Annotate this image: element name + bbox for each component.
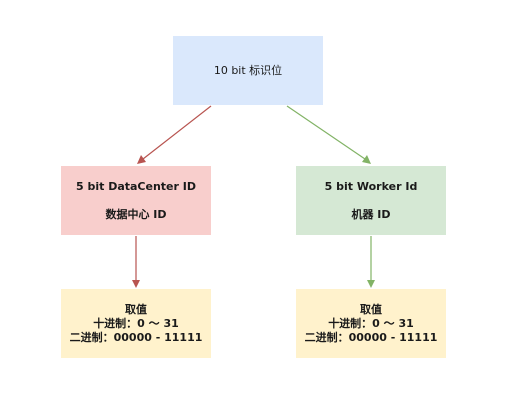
arrow-worker-to-range	[367, 236, 375, 288]
arrow-top-to-worker	[286, 105, 371, 164]
range-decimal: 十进制：0 ～ 31	[93, 316, 179, 330]
node-worker-id: 5 bit Worker Id 机器 ID	[296, 166, 446, 235]
node-worker-subtitle: 机器 ID	[351, 207, 391, 221]
range-title: 取值	[125, 302, 147, 316]
node-worker-range: 取值 十进制：0 ～ 31 二进制：00000 - 11111	[296, 289, 446, 358]
node-datacenter-subtitle: 数据中心 ID	[105, 207, 167, 221]
node-datacenter-title: 5 bit DataCenter ID	[75, 179, 196, 193]
range-title: 取值	[360, 302, 382, 316]
node-10-bit-flag-label: 10 bit 标识位	[213, 63, 283, 77]
node-datacenter-range: 取值 十进制：0 ～ 31 二进制：00000 - 11111	[61, 289, 211, 358]
node-10-bit-flag: 10 bit 标识位	[173, 36, 323, 105]
range-decimal: 十进制：0 ～ 31	[328, 316, 414, 330]
node-datacenter-id: 5 bit DataCenter ID 数据中心 ID	[61, 166, 211, 235]
arrow-datacenter-to-range	[132, 236, 140, 288]
range-binary: 二进制：00000 - 11111	[304, 330, 438, 344]
node-worker-title: 5 bit Worker Id	[324, 179, 418, 193]
range-binary: 二进制：00000 - 11111	[69, 330, 203, 344]
arrow-top-to-datacenter	[137, 105, 212, 164]
